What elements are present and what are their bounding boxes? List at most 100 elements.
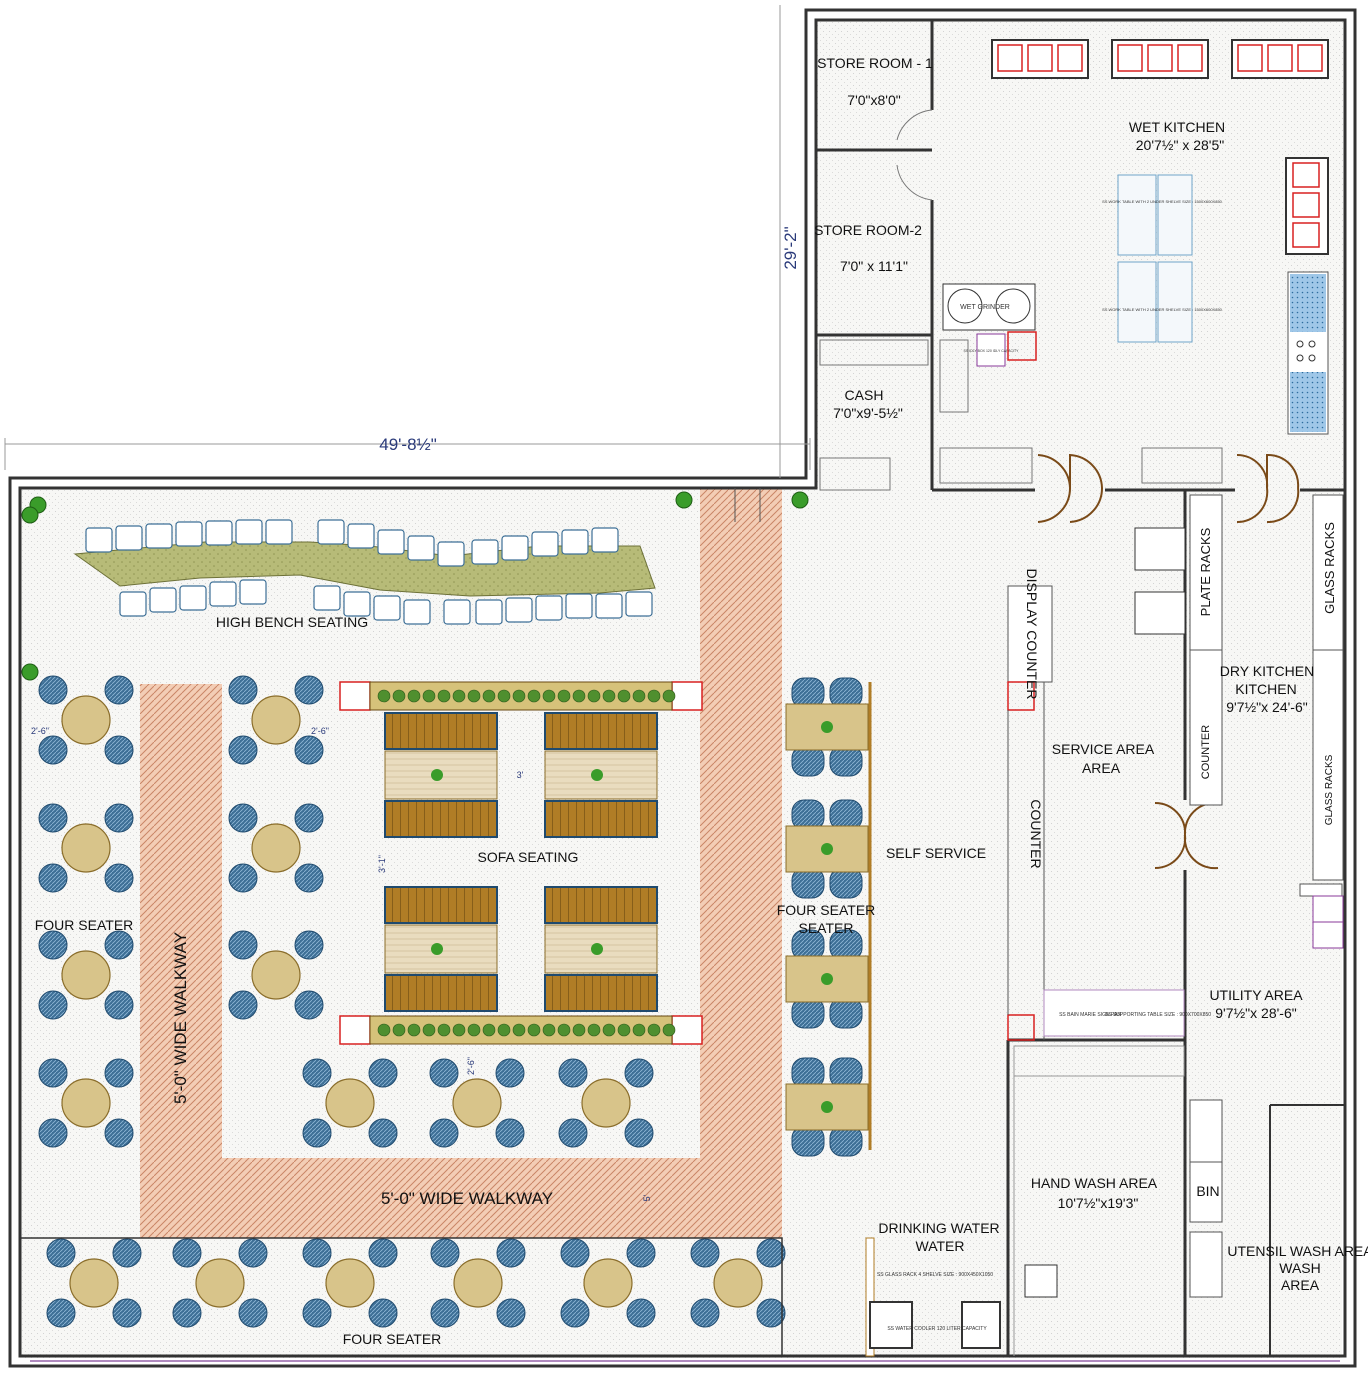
round-table-set [558,1058,654,1148]
chair [368,1238,398,1268]
chair [228,930,258,960]
high-bench-seating: HIGH BENCH SEATING [73,519,656,630]
chair [46,1298,76,1328]
bench-stool [501,535,529,561]
plant-pot [821,843,833,855]
self-service-tables [785,677,872,1157]
svg-text:7'0"x9'-5½": 7'0"x9'-5½" [833,405,903,421]
round-table [251,823,301,873]
chair [294,803,324,833]
bench-stool [471,539,499,565]
chair [429,1118,459,1148]
dimension-lines: 49'-8½" 29'-2" [4,5,811,478]
round-table [452,1078,502,1128]
bench-stool [343,591,371,617]
chair [172,1298,202,1328]
svg-text:SS WORK TABLE WITH 2 UNDER SHE: SS WORK TABLE WITH 2 UNDER SHELVE SIZE :… [1102,307,1223,312]
svg-text:SS GLASS RACK 4 SHELVE SIZE :: SS GLASS RACK 4 SHELVE SIZE : 900X450X10… [877,1272,993,1278]
svg-text:DRY KITCHEN: DRY KITCHEN [1220,663,1314,679]
round-table [325,1258,375,1308]
bench-stool [347,523,375,549]
bench-stool [119,591,147,617]
chair [302,1298,332,1328]
round-table [453,1258,503,1308]
svg-text:AREA: AREA [1082,760,1121,776]
four-seater-label-middle: FOUR SEATER [777,902,876,918]
chair [496,1238,526,1268]
rect-table-set [785,929,869,1029]
chair [302,1118,332,1148]
svg-text:SELF SERVICE: SELF SERVICE [886,845,986,861]
chair [228,990,258,1020]
round-table [61,695,111,745]
plant [21,663,39,681]
chair [104,1058,134,1088]
planter-plant [632,689,646,703]
chair [104,735,134,765]
burner [1027,44,1053,72]
round-table [325,1078,375,1128]
chair [238,1298,268,1328]
plant [21,506,39,524]
chair [228,675,258,705]
chair [172,1238,202,1268]
chair [104,863,134,893]
four-seater-label-bottom: FOUR SEATER [343,1331,442,1347]
chair [46,1238,76,1268]
bench-stool [317,519,345,545]
planter-plant [467,1023,481,1037]
round-table-set [429,1058,525,1148]
svg-text:STORE ROOM - 1: STORE ROOM - 1 [817,55,933,71]
sofa-booth [544,886,658,1012]
cash-room: CASH 7'0"x9'-5½" [819,339,969,491]
four-seater-label-left: FOUR SEATER [35,917,134,933]
planter-plant [632,1023,646,1037]
wet-kitchen: WET KITCHEN 20'7½" x 28'5" SS WORK TABLE… [939,39,1329,484]
svg-text:9'7½"x 24'-6": 9'7½"x 24'-6" [1226,699,1307,715]
service-area: SS BAIN MARIE SIGN PAN SS SUPPORTING TAB… [886,569,1211,1041]
chair [560,1238,590,1268]
round-table-set [46,1238,142,1328]
svg-text:HAND WASH AREA: HAND WASH AREA [1031,1175,1158,1191]
planter-plant [587,1023,601,1037]
store-room-2: STORE ROOM-2 7'0" x 11'1" [814,164,933,274]
stove-range [1231,39,1329,79]
round-table [61,1078,111,1128]
svg-text:GLASS RACKS: GLASS RACKS [1322,522,1337,614]
round-table-set [690,1238,786,1328]
round-table [251,950,301,1000]
round-table [713,1258,763,1308]
planter-plant [467,689,481,703]
round-table-set [172,1238,268,1328]
planter-plant [557,689,571,703]
planter-plant [662,689,676,703]
chair [104,803,134,833]
planter-plant [452,1023,466,1037]
sofa [544,800,658,838]
bench-stool [209,581,237,607]
svg-text:DRINKING WATER: DRINKING WATER [878,1220,999,1236]
svg-text:2'-6": 2'-6" [466,1057,476,1075]
chair [495,1058,525,1088]
svg-text:BIN: BIN [1196,1183,1219,1199]
svg-text:SS WORK TABLE WITH 2 UNDER SHE: SS WORK TABLE WITH 2 UNDER SHELVE SIZE :… [1102,199,1223,204]
sofa-booth [384,886,498,1012]
chair [302,1238,332,1268]
chair [294,735,324,765]
svg-text:HIGH BENCH SEATING: HIGH BENCH SEATING [216,614,368,630]
bench-stool [595,593,623,619]
round-table-set [302,1058,398,1148]
round-table-set [38,1058,134,1148]
planter-plant [437,689,451,703]
planter-plant [587,689,601,703]
planter-plant [647,1023,661,1037]
planter-plant [452,689,466,703]
svg-text:5': 5' [642,1194,652,1201]
bench-stool [531,531,559,557]
bench-stool [443,599,471,625]
planter-plant [437,1023,451,1037]
sofa [544,712,658,750]
chair [38,1058,68,1088]
sofa [384,886,498,924]
